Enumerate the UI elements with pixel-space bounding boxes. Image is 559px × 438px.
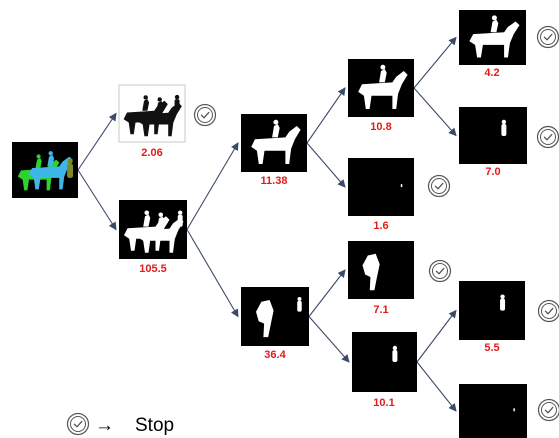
person-head bbox=[178, 210, 183, 215]
stop-check-icon bbox=[536, 125, 559, 149]
horse-silhouette bbox=[28, 156, 73, 190]
node-n2221: 5.5 bbox=[459, 281, 559, 354]
rider-head bbox=[143, 95, 148, 100]
node-n21: 11.38 bbox=[241, 114, 307, 187]
speck bbox=[513, 408, 515, 412]
edge-arrow-n21-n211 bbox=[306, 87, 346, 144]
horse-silhouette bbox=[469, 21, 520, 58]
speck bbox=[400, 184, 403, 188]
node-root bbox=[12, 142, 78, 198]
node-n222: 10.1 bbox=[352, 332, 417, 409]
legend-label: Stop bbox=[135, 415, 174, 436]
edge-arrow-n211-n2112 bbox=[413, 87, 457, 137]
stop-check-icon bbox=[193, 103, 217, 127]
node-score: 7.1 bbox=[373, 304, 388, 316]
rider-head bbox=[48, 151, 53, 156]
node-n1: 2.06 bbox=[118, 84, 217, 159]
person-silhouette bbox=[297, 300, 302, 312]
stop-check-icon bbox=[428, 259, 452, 283]
rider-silhouette bbox=[157, 216, 165, 229]
horse-silhouette bbox=[251, 126, 301, 164]
rider-silhouette bbox=[272, 124, 280, 138]
edge-arrow-root-n2 bbox=[77, 169, 117, 231]
person-silhouette bbox=[174, 99, 180, 112]
rider-head bbox=[144, 210, 150, 216]
segment-image bbox=[348, 158, 414, 216]
rider-silhouette bbox=[47, 154, 55, 167]
stop-check-icon bbox=[537, 299, 559, 323]
node-n22: 36.4 bbox=[241, 287, 309, 361]
segment-image bbox=[459, 281, 525, 340]
node-n2222 bbox=[459, 384, 559, 438]
node-score: 7.0 bbox=[485, 166, 500, 178]
horse-silhouette bbox=[358, 71, 408, 109]
person-silhouette bbox=[501, 123, 507, 136]
stop-check-icon bbox=[537, 398, 559, 422]
segment-image bbox=[352, 332, 417, 392]
edge-arrow-root-n1 bbox=[77, 112, 117, 171]
rider-head bbox=[36, 154, 41, 159]
person-head bbox=[297, 297, 302, 301]
segment-image bbox=[459, 384, 527, 438]
rider-silhouette bbox=[490, 19, 499, 33]
legend-arrow: → bbox=[95, 415, 114, 436]
person-silhouette bbox=[392, 350, 398, 362]
edge-arrow-n2-n22 bbox=[186, 229, 239, 318]
segment-image bbox=[348, 241, 414, 299]
node-score: 4.2 bbox=[484, 67, 499, 79]
horse-silhouette bbox=[137, 102, 182, 137]
rider-head bbox=[491, 15, 497, 21]
rider-head bbox=[273, 119, 279, 125]
person-head bbox=[501, 119, 507, 125]
person-head bbox=[392, 345, 398, 351]
edge-arrow-n211-n2111 bbox=[413, 36, 457, 89]
node-score: 105.5 bbox=[139, 263, 167, 275]
horse-silhouette bbox=[138, 218, 184, 253]
legend-stop-icon bbox=[66, 412, 90, 436]
node-n2: 105.5 bbox=[119, 200, 187, 275]
node-score: 2.06 bbox=[141, 147, 162, 159]
person-head bbox=[67, 158, 73, 164]
legend: → Stop bbox=[66, 412, 174, 436]
edge-arrow-n22-n221 bbox=[308, 269, 346, 317]
rider-head bbox=[158, 212, 164, 218]
rider-silhouette bbox=[35, 158, 42, 169]
edges-layer bbox=[77, 36, 457, 412]
person-silhouette bbox=[500, 298, 506, 311]
rider-silhouette bbox=[142, 99, 150, 111]
node-score: 10.1 bbox=[373, 397, 394, 409]
rider-silhouette bbox=[379, 69, 387, 83]
segment-image bbox=[459, 107, 527, 164]
edge-arrow-n2-n21 bbox=[186, 142, 239, 230]
rider-head bbox=[157, 97, 162, 102]
edge-arrow-n21-n212 bbox=[306, 142, 346, 188]
node-score: 1.6 bbox=[373, 220, 388, 232]
node-n2112: 7.0 bbox=[459, 107, 559, 178]
edge-arrow-n222-n2222 bbox=[416, 361, 457, 412]
nodes-layer: 2.06 105.5 11.38 36.4 10.8 1.6 7.1 10.1 4.2 7.0 5.… bbox=[12, 10, 559, 438]
stop-check-icon bbox=[427, 174, 451, 198]
person-head bbox=[500, 294, 505, 299]
rider-silhouette bbox=[156, 101, 164, 113]
node-score: 11.38 bbox=[261, 175, 288, 187]
stop-check-icon bbox=[536, 25, 559, 49]
node-score: 5.5 bbox=[484, 342, 499, 354]
node-score: 36.4 bbox=[264, 349, 286, 361]
edge-arrow-n22-n222 bbox=[308, 316, 350, 363]
edge-arrow-n222-n2221 bbox=[416, 309, 457, 363]
node-n2111: 4.2 bbox=[459, 10, 559, 79]
person-silhouette bbox=[67, 163, 74, 178]
segment-image bbox=[241, 287, 309, 346]
node-score: 10.8 bbox=[370, 121, 391, 133]
person-head bbox=[174, 94, 180, 100]
node-n211: 10.8 bbox=[348, 59, 414, 133]
node-n212: 1.6 bbox=[348, 158, 451, 232]
person-silhouette bbox=[177, 214, 183, 227]
partial-horse-silhouette bbox=[256, 300, 274, 338]
rider-head bbox=[380, 64, 386, 70]
node-n221: 7.1 bbox=[348, 241, 452, 316]
rider-silhouette bbox=[143, 214, 151, 227]
partial-horse-silhouette bbox=[362, 253, 380, 291]
